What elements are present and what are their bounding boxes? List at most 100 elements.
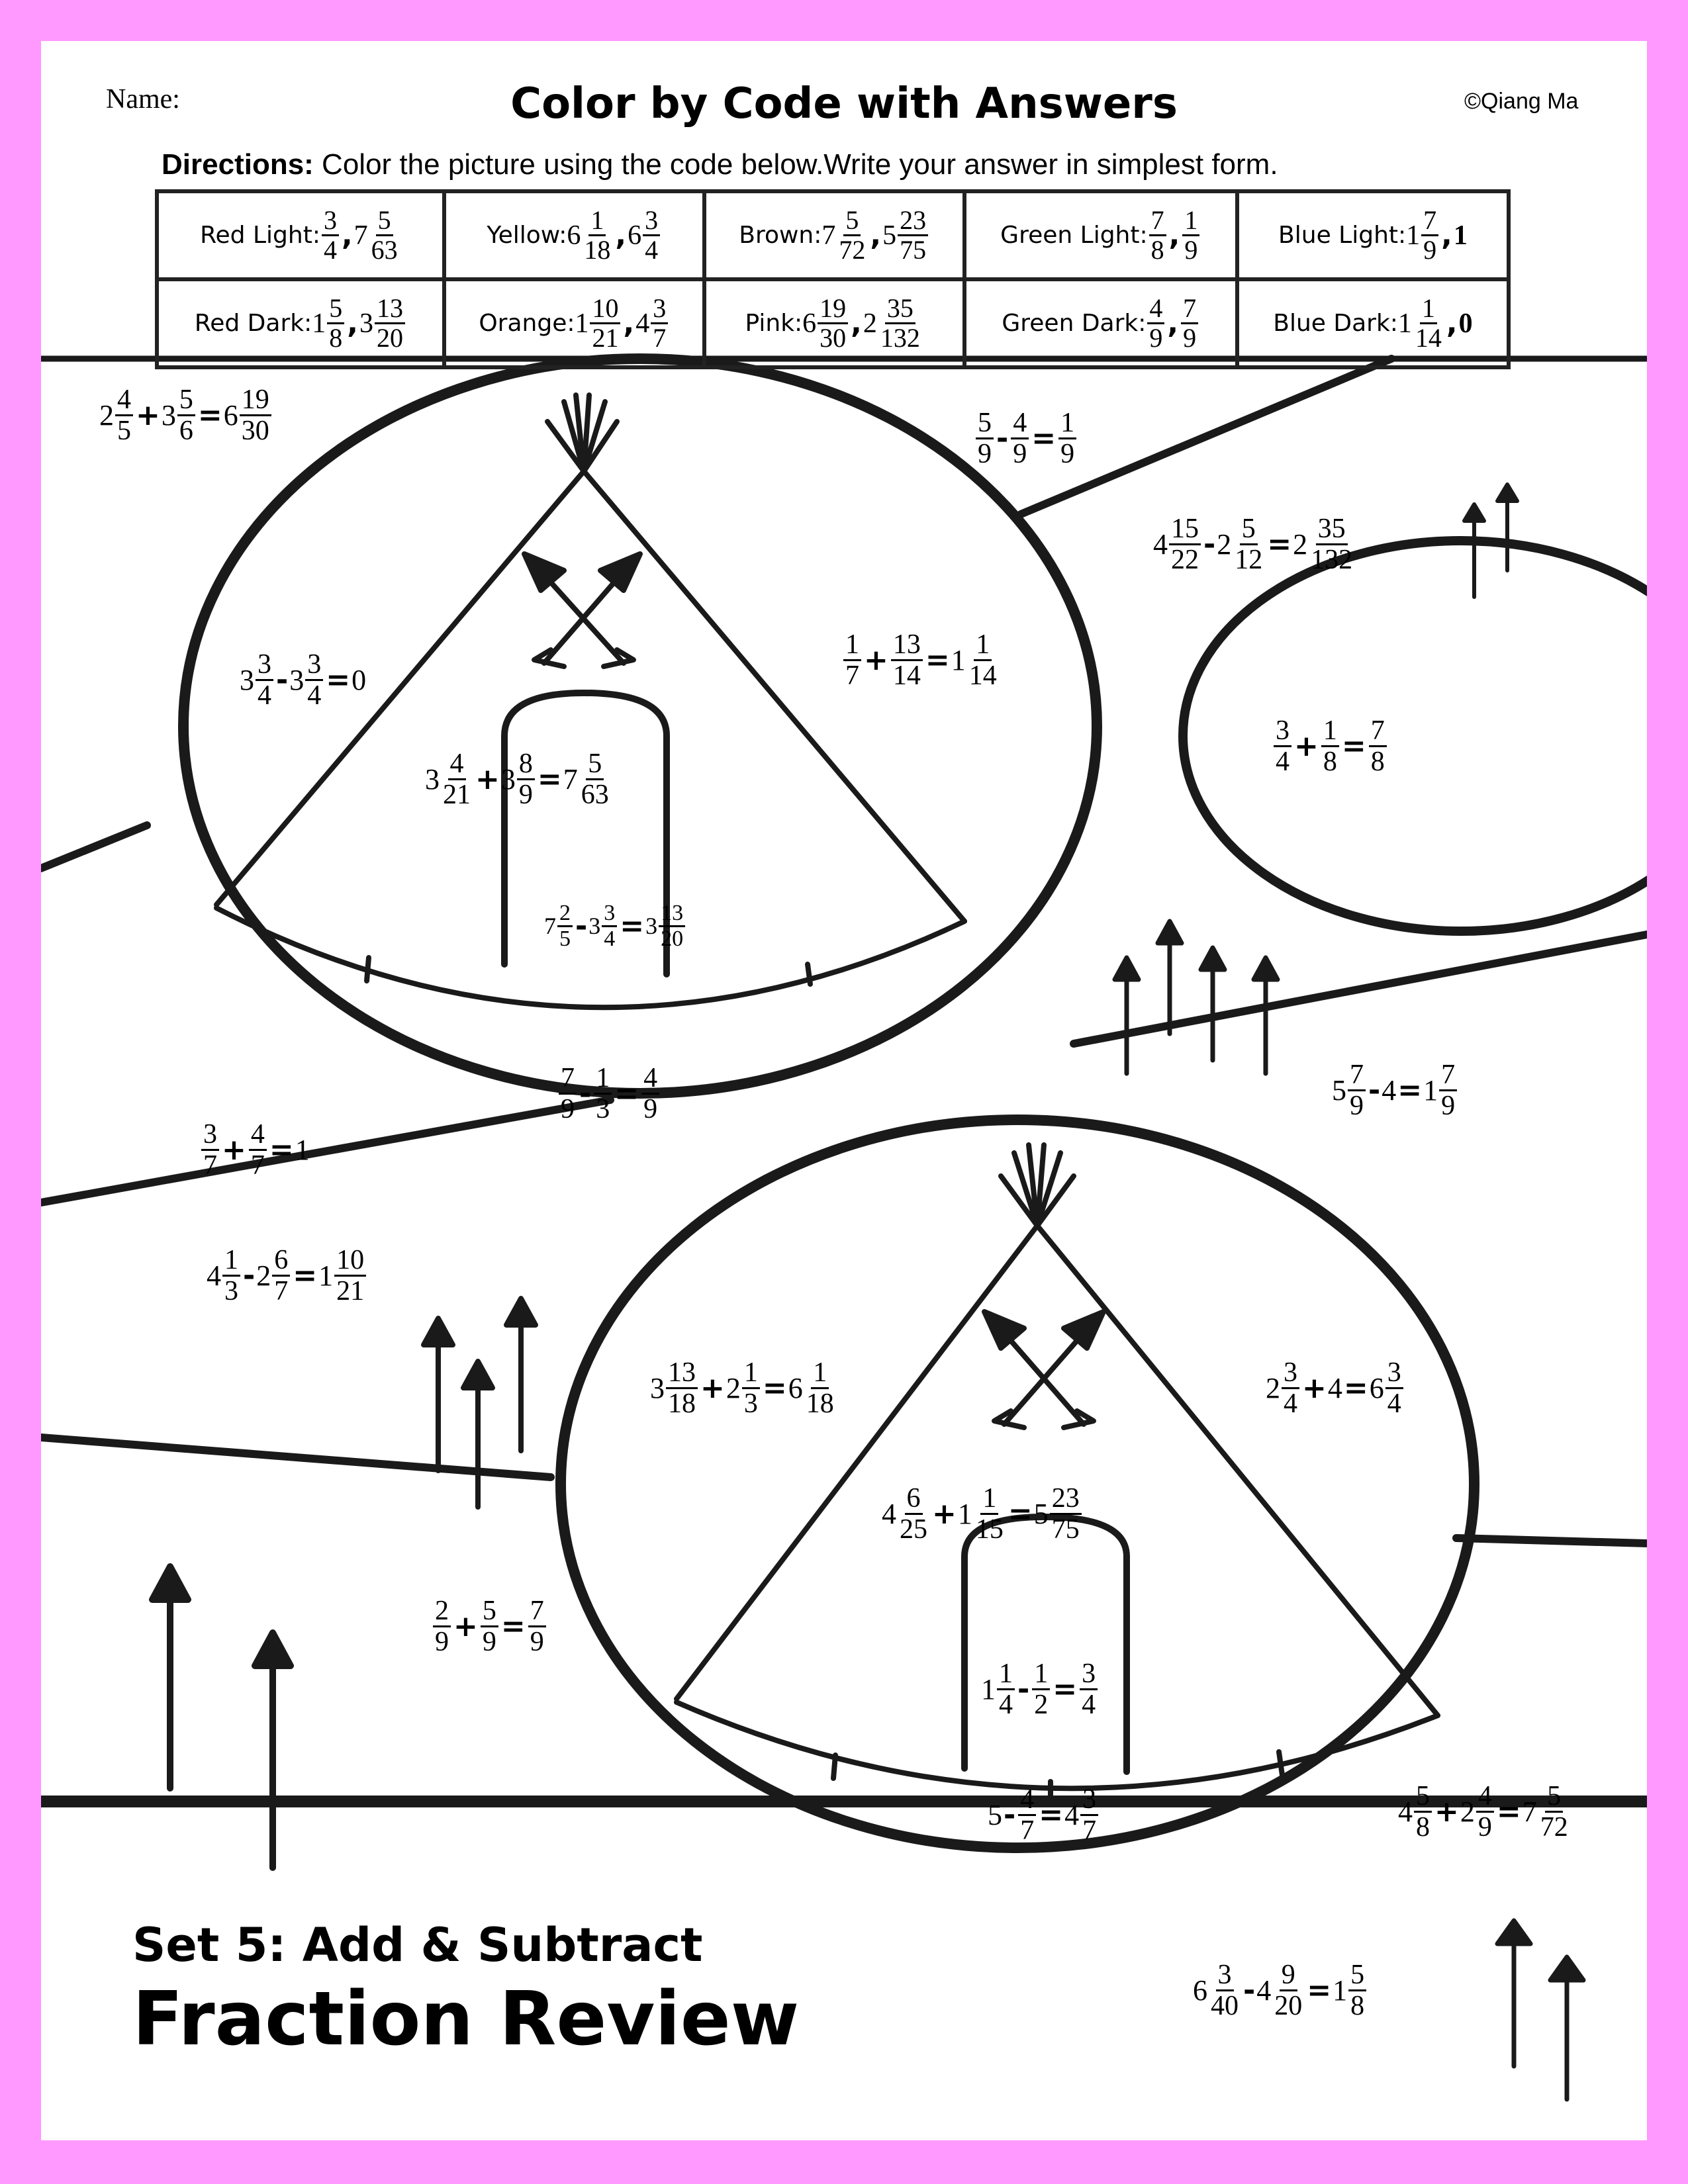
- whole-number: 4: [635, 308, 650, 339]
- operator: =: [1397, 1073, 1423, 1108]
- whole-number: 3: [359, 308, 373, 339]
- lower-tipi: [674, 1142, 1440, 1804]
- operator: =: [537, 762, 562, 797]
- operator: -: [575, 909, 588, 943]
- math-term: 4: [1328, 1371, 1342, 1405]
- whole-number: 1: [1406, 220, 1421, 251]
- operator: =: [1343, 1371, 1368, 1406]
- operator: =: [269, 1133, 294, 1167]
- whole-number: 3: [161, 399, 176, 432]
- operator: +: [222, 1133, 246, 1167]
- operator: -: [1203, 527, 1216, 562]
- directions: Directions: Color the picture using the …: [162, 148, 1278, 181]
- operator: =: [500, 1610, 526, 1644]
- operator: =: [1053, 1672, 1078, 1707]
- whole-number: 3: [588, 913, 601, 940]
- background-line: [1017, 355, 1395, 518]
- operator: -: [276, 663, 289, 698]
- math-term: 1: [295, 1133, 310, 1167]
- math-term: 4: [1382, 1073, 1396, 1107]
- operator: +: [1294, 729, 1319, 764]
- arrow-group-middle: [1112, 919, 1280, 1076]
- operator: =: [925, 643, 950, 678]
- math-term: 1: [1454, 220, 1468, 251]
- operator: -: [243, 1259, 256, 1293]
- whole-number: 1: [957, 1498, 972, 1531]
- color-label: Red Dark:: [194, 310, 312, 337]
- operator: -: [1017, 1672, 1030, 1707]
- operator: =: [620, 909, 645, 943]
- whole-number: 1: [1397, 308, 1412, 339]
- whole-number: 2: [256, 1259, 271, 1293]
- operator: =: [1307, 1974, 1332, 2008]
- whole-number: 4: [882, 1498, 896, 1531]
- operator: -: [1004, 1798, 1016, 1833]
- operator: =: [326, 663, 351, 698]
